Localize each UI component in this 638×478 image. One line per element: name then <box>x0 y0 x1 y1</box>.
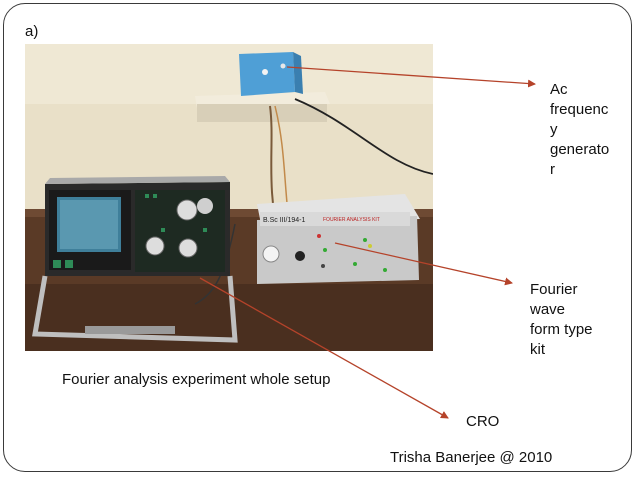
fourier-kit-label-line: wave <box>530 301 566 318</box>
fourier-kit-label: Fourier wave form type kit <box>530 280 593 360</box>
kit-title-text: FOURIER ANALYSIS KIT <box>323 217 380 223</box>
fourier-kit: B.Sc III/194-1 FOURIER ANALYSIS KIT <box>257 194 420 284</box>
fourier-kit-label-line: Fourier <box>530 281 578 298</box>
panel-label: a) <box>25 23 39 40</box>
ac-generator-label-line: y <box>550 121 558 138</box>
ac-generator-label-line: Ac <box>550 81 568 98</box>
credit-line: Trisha Banerjee @ 2010 <box>390 449 553 466</box>
cro-label: CRO <box>466 413 500 430</box>
ac-generator-label-line: frequenc <box>550 101 609 118</box>
fourier-kit-label-line: kit <box>530 341 545 358</box>
experiment-photo: B.Sc III/194-1 FOURIER ANALYSIS KIT <box>25 44 433 351</box>
ac-generator <box>239 52 303 96</box>
ac-generator-label: Ac frequenc y generato r <box>550 80 620 180</box>
cro-oscilloscope <box>32 176 238 343</box>
fourier-kit-label-line: form type <box>530 321 593 338</box>
ac-generator-label-line: r <box>550 161 555 178</box>
kit-model-text: B.Sc III/194-1 <box>263 217 306 224</box>
photo-caption: Fourier analysis experiment whole setup <box>62 371 331 388</box>
ac-generator-label-line: generato <box>550 141 610 158</box>
